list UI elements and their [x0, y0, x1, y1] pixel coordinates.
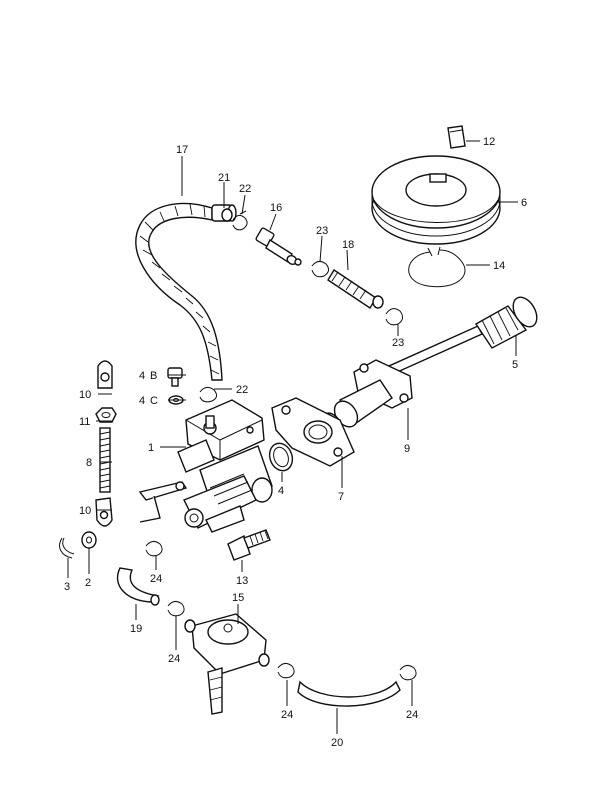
callout-21: 21 [218, 172, 230, 184]
callout-18: 18 [342, 239, 354, 251]
callout-10-upper: 10 [79, 389, 91, 401]
callout-4-b-number: 4 [139, 370, 145, 382]
callout-10-lower: 10 [79, 505, 91, 517]
rod-end-10-upper [97, 360, 113, 389]
callout-4-b-variant: B [150, 370, 157, 382]
cotter-pin-3 [59, 537, 75, 559]
key-12 [447, 125, 466, 149]
check-valve-16 [255, 227, 302, 266]
washer-2 [81, 531, 97, 549]
callout-23-lower: 23 [392, 337, 404, 349]
oil-pump-body-1 [138, 399, 273, 533]
screw-4b [167, 367, 183, 387]
callout-16: 16 [270, 202, 282, 214]
clip-23-lower [385, 308, 404, 326]
callout-9: 9 [404, 443, 410, 455]
callout-23-upper: 23 [316, 225, 328, 237]
callout-22-upper: 22 [239, 183, 251, 195]
callout-11: 11 [79, 416, 90, 428]
callout-13: 13 [236, 575, 248, 587]
gear-case-7 [271, 397, 355, 467]
callout-24-a: 24 [150, 573, 162, 585]
leader-lines [67, 140, 518, 734]
callout-12: 12 [483, 136, 495, 148]
gasket-4 [268, 442, 294, 472]
stud-8 [99, 427, 111, 493]
callout-14: 14 [493, 260, 505, 272]
callout-17: 17 [176, 144, 188, 156]
callout-labels: 17 21 22 16 23 18 23 12 6 14 5 9 7 4 1 4… [64, 136, 527, 749]
callout-4-c-variant: C [150, 395, 158, 407]
clip-24-d [399, 664, 417, 681]
callout-20: 20 [331, 737, 343, 749]
bolt-13 [227, 529, 271, 561]
shaft-housing-9 [321, 359, 413, 436]
fuel-filter-15 [184, 613, 270, 715]
callout-5: 5 [512, 359, 518, 371]
callout-3: 3 [64, 581, 70, 593]
callout-6: 6 [521, 197, 527, 209]
callout-1: 1 [148, 442, 154, 454]
valve-18 [327, 269, 384, 309]
callout-22-lower: 22 [236, 384, 248, 396]
callout-19: 19 [130, 623, 142, 635]
oil-hose-17 [135, 202, 237, 381]
spring-clip-22-upper [232, 210, 248, 231]
callout-24-c: 24 [281, 709, 293, 721]
callout-24-d: 24 [406, 709, 418, 721]
clip-23-upper [311, 260, 330, 278]
callout-15: 15 [232, 592, 244, 604]
callout-24-b: 24 [168, 653, 180, 665]
callout-4-gasket: 4 [278, 485, 284, 497]
callout-4-c-number: 4 [139, 395, 145, 407]
cap-21 [221, 208, 233, 222]
clip-24-c [277, 662, 295, 679]
callout-8: 8 [86, 457, 92, 469]
circlip-14 [408, 246, 466, 288]
rod-end-10-lower [95, 497, 113, 527]
spring-clip-22-lower [199, 386, 218, 403]
nut-11 [95, 407, 117, 423]
hose-19 [116, 567, 160, 606]
callout-2: 2 [85, 577, 91, 589]
drive-gear-plate-6 [371, 155, 501, 245]
callout-7: 7 [338, 491, 344, 503]
hose-20 [297, 680, 401, 707]
clip-24-a [145, 540, 163, 557]
clip-24-b [167, 600, 185, 617]
